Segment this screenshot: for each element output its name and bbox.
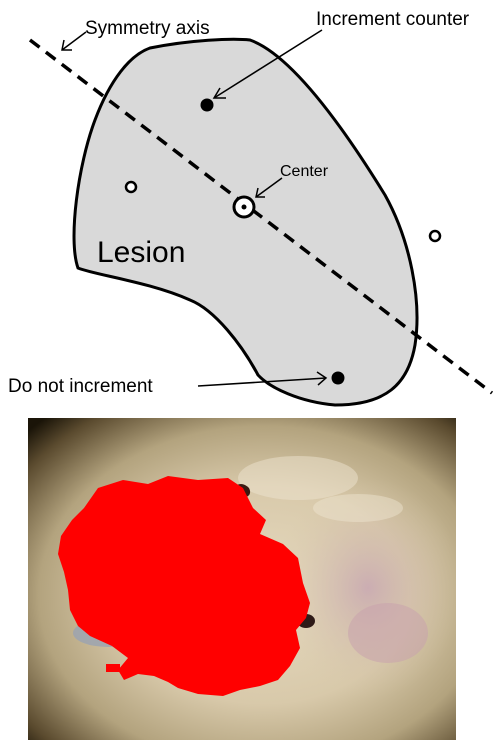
lesion-label: Lesion: [97, 236, 185, 269]
no-increment-point: [332, 372, 345, 385]
do-not-increment-label: Do not increment: [8, 376, 153, 397]
increment-counter-label: Increment counter: [316, 9, 470, 30]
hollow-point-left: [126, 182, 136, 192]
arrow-symmetry-axis: [62, 32, 86, 50]
dermoscopy-photo: [28, 418, 456, 740]
lesion-symmetry-diagram: Symmetry axis Increment counter Center L…: [0, 0, 504, 415]
pink-area-2: [348, 603, 428, 663]
hollow-point-right: [430, 231, 440, 241]
mask-specks: [106, 664, 120, 672]
center-label: Center: [280, 163, 329, 180]
symmetry-axis-label: Symmetry axis: [85, 18, 210, 39]
center-dot: [242, 205, 247, 210]
lesion-shape: [74, 39, 417, 405]
pale-scale: [238, 456, 358, 500]
pale-scale-2: [313, 494, 403, 522]
increment-point: [201, 99, 214, 112]
